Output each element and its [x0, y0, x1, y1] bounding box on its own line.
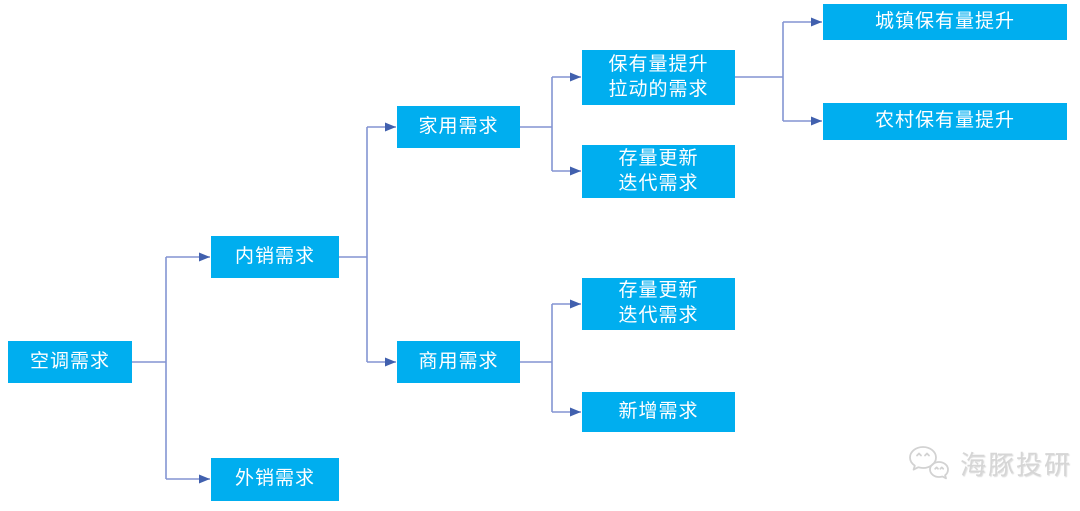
node-urban-ownership-uplift: 城镇保有量提升 [823, 4, 1067, 40]
node-new-demand: 新增需求 [582, 392, 735, 432]
node-ownership-uplift-demand: 保有量提升 拉动的需求 [582, 50, 735, 105]
wechat-icon [909, 446, 949, 480]
node-rural-ownership-uplift: 农村保有量提升 [823, 103, 1067, 140]
node-root: 空调需求 [8, 341, 132, 383]
watermark-text: 海豚投研 [959, 449, 1072, 480]
node-household-demand: 家用需求 [397, 106, 520, 148]
node-commercial-demand: 商用需求 [397, 341, 520, 383]
node-export-demand: 外销需求 [211, 458, 339, 501]
node-household-replacement-demand: 存量更新 迭代需求 [582, 145, 735, 198]
watermark: 海豚投研 [906, 443, 1072, 483]
node-commercial-replacement-demand: 存量更新 迭代需求 [582, 278, 735, 330]
node-domestic-demand: 内销需求 [211, 236, 339, 278]
